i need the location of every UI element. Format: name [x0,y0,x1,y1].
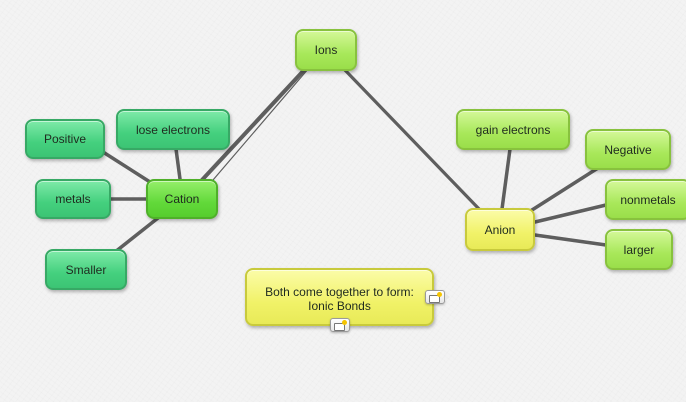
note-line-2: Ionic Bonds [308,299,371,313]
node-cation[interactable]: Cation [146,179,218,219]
connector-cation-smaller [113,216,160,254]
node-positive[interactable]: Positive [25,119,105,159]
node-larger[interactable]: larger [605,229,673,270]
connector-ions-cation [212,67,310,181]
connector-anion-larger [533,233,608,247]
node-nonmetals[interactable]: nonmetals [605,179,686,220]
connector-ions-cation [200,66,308,182]
connector-anion-nonmetals [533,203,608,224]
connector-anion-gain-electrons [500,147,512,211]
node-gain-electrons[interactable]: gain electrons [456,109,570,150]
connector-cation-positive [101,150,152,184]
connector-cation-lose-electrons [174,147,182,181]
node-metals[interactable]: metals [35,179,111,219]
note-attachment-icon[interactable] [425,290,450,304]
node-anion[interactable]: Anion [465,208,535,251]
connector-anion-negative [530,166,600,212]
note-attachment-icon[interactable] [330,318,350,332]
node-lose-electrons[interactable]: lose electrons [116,109,230,150]
node-ions[interactable]: Ions [295,29,357,71]
ionic-bonds-note[interactable]: Both come together to form: Ionic Bonds [245,268,434,326]
connector-ions-anion [341,66,482,212]
node-negative[interactable]: Negative [585,129,671,170]
note-line-1: Both come together to form: [265,285,414,299]
node-smaller[interactable]: Smaller [45,249,127,290]
